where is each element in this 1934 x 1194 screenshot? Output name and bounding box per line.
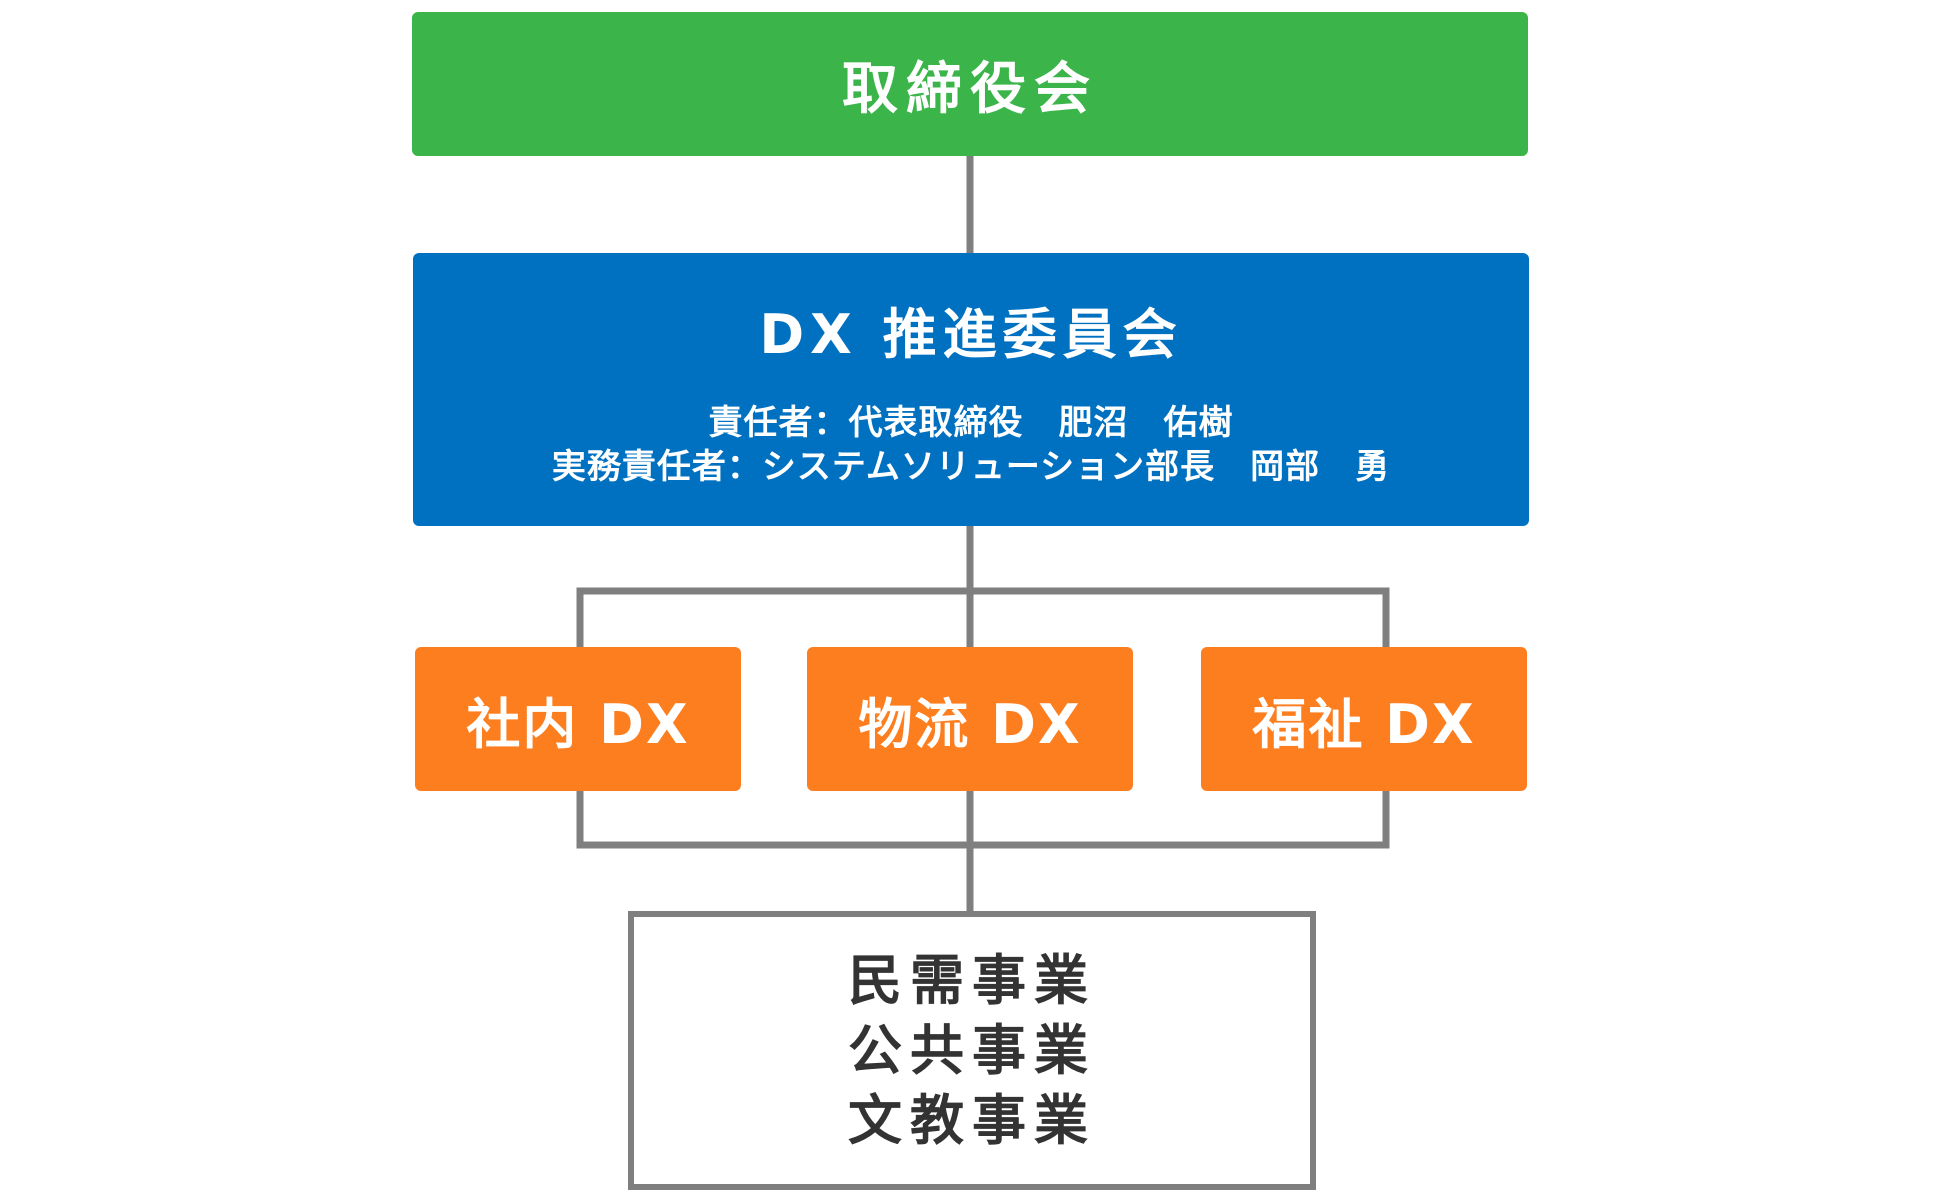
connector-lower-bracket bbox=[576, 791, 1390, 849]
dx-unit-internal: 社内 DX bbox=[415, 647, 741, 791]
business-item: 公共事業 bbox=[848, 1018, 1096, 1082]
connector-upper-bracket bbox=[576, 587, 1390, 647]
board-label: 取締役会 bbox=[842, 56, 1098, 122]
dx-unit-label: 福祉 DX bbox=[1252, 692, 1476, 756]
board-of-directors-box: 取締役会 bbox=[412, 12, 1528, 156]
dx-unit-label: 物流 DX bbox=[858, 692, 1082, 756]
committee-executive: 実務責任者：システムソリューション部長 岡部 勇 bbox=[551, 447, 1391, 487]
committee-title: DX 推進委員会 bbox=[759, 303, 1183, 366]
dx-unit-logistics: 物流 DX bbox=[807, 647, 1133, 791]
dx-committee-box: DX 推進委員会 責任者：代表取締役 肥沼 佑樹 実務責任者：システムソリューシ… bbox=[413, 253, 1529, 526]
dx-unit-label: 社内 DX bbox=[466, 692, 690, 756]
dx-unit-welfare: 福祉 DX bbox=[1201, 647, 1527, 791]
business-item: 文教事業 bbox=[848, 1088, 1096, 1152]
business-divisions-box: 民需事業 公共事業 文教事業 bbox=[628, 911, 1316, 1190]
committee-responsible: 責任者：代表取締役 肥沼 佑樹 bbox=[708, 403, 1234, 443]
business-item: 民需事業 bbox=[848, 948, 1096, 1012]
